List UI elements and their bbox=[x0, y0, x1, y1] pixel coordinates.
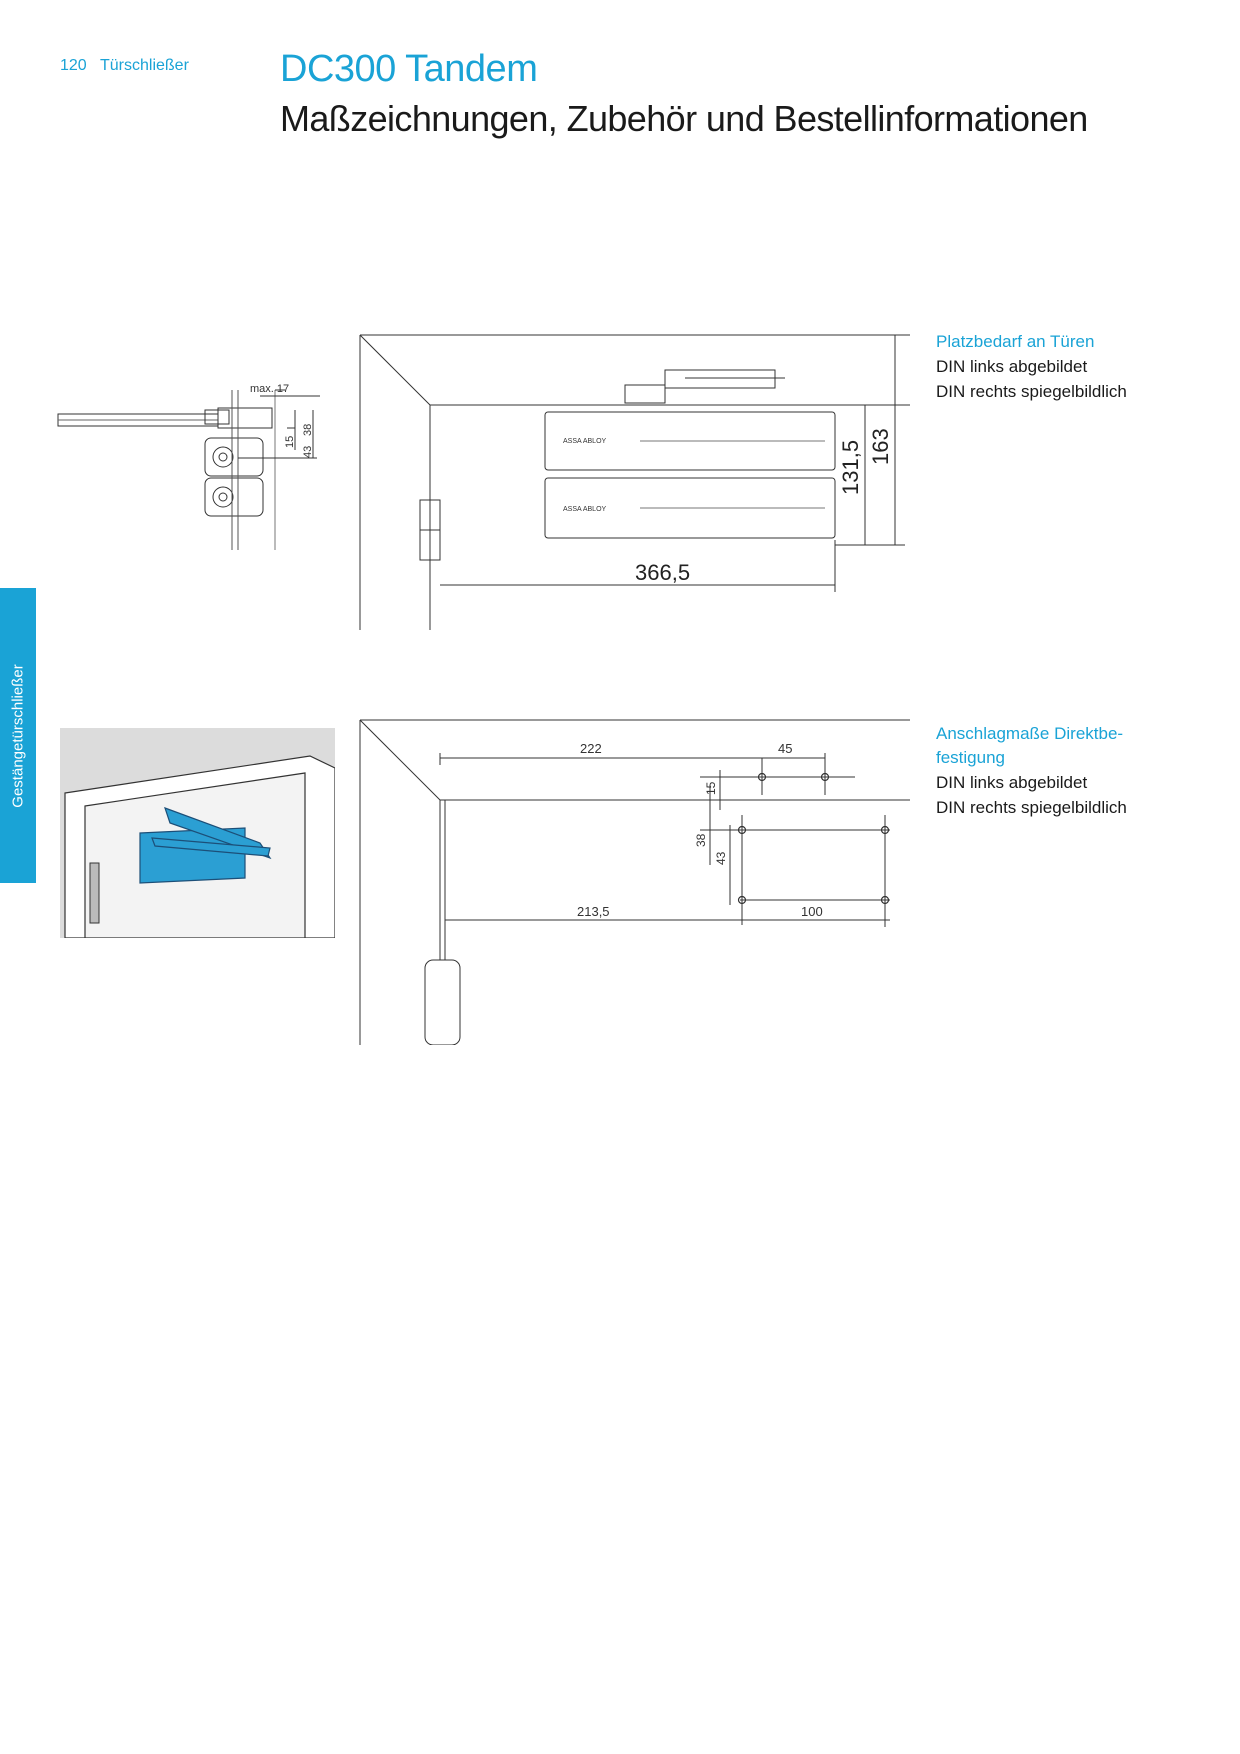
dim-15: 15 bbox=[284, 436, 296, 448]
dim-213: 213,5 bbox=[577, 904, 610, 919]
dim-width-366: 366,5 bbox=[635, 560, 690, 585]
mounting-dimensions-drawing: 222 45 15 38 43 213,5 100 bbox=[359, 719, 910, 1045]
section-name: Türschließer bbox=[100, 57, 189, 74]
page-number: 120 bbox=[60, 57, 87, 74]
dim-height-163: 163 bbox=[868, 428, 893, 465]
dim-43-vertical: 43 bbox=[714, 851, 728, 865]
figure2-caption-title-2: festigung bbox=[936, 748, 1005, 767]
dim-max: max. 17 bbox=[250, 383, 289, 395]
figure1-caption-title: Platzbedarf an Türen bbox=[936, 332, 1095, 351]
dim-222: 222 bbox=[580, 741, 602, 756]
side-tab[interactable]: Gestängetürschließer bbox=[0, 588, 36, 883]
figure1-caption-line-1: DIN links abgebildet bbox=[936, 357, 1088, 376]
product-illustration bbox=[60, 728, 335, 938]
figure2-caption-line-1: DIN links abgebildet bbox=[936, 773, 1088, 792]
page-title: DC300 Tandem bbox=[280, 48, 538, 90]
dim-38-vertical: 38 bbox=[694, 833, 708, 847]
dim-100: 100 bbox=[801, 904, 823, 919]
dim-38: 38 bbox=[302, 424, 314, 436]
side-view-drawing: max. 17 38 15 43 bbox=[57, 383, 320, 550]
figure2-caption-title-1: Anschlagmaße Direktbe- bbox=[936, 724, 1124, 743]
side-tab-label: Gestängetürschließer bbox=[9, 663, 27, 808]
figure1-caption: Platzbedarf an Türen DIN links abgebilde… bbox=[936, 330, 1216, 404]
dim-43: 43 bbox=[302, 446, 314, 458]
dim-15-vertical: 15 bbox=[704, 781, 718, 795]
dim-45: 45 bbox=[778, 741, 792, 756]
brand-logo-top: ASSA ABLOY bbox=[563, 438, 607, 445]
brand-logo-bottom: ASSA ABLOY bbox=[563, 506, 607, 513]
dim-height-131: 131,5 bbox=[838, 440, 863, 495]
figure2-caption: Anschlagmaße Direktbe- festigung DIN lin… bbox=[936, 722, 1216, 820]
space-requirement-drawing: ASSA ABLOY ASSA ABLOY 366,5 131,5 163 bbox=[359, 334, 910, 630]
page-subtitle: Maßzeichnungen, Zubehör und Bestellinfor… bbox=[280, 98, 1088, 139]
figure2-caption-line-2: DIN rechts spiegelbildlich bbox=[936, 798, 1127, 817]
figure1-caption-line-2: DIN rechts spiegelbildlich bbox=[936, 382, 1127, 401]
